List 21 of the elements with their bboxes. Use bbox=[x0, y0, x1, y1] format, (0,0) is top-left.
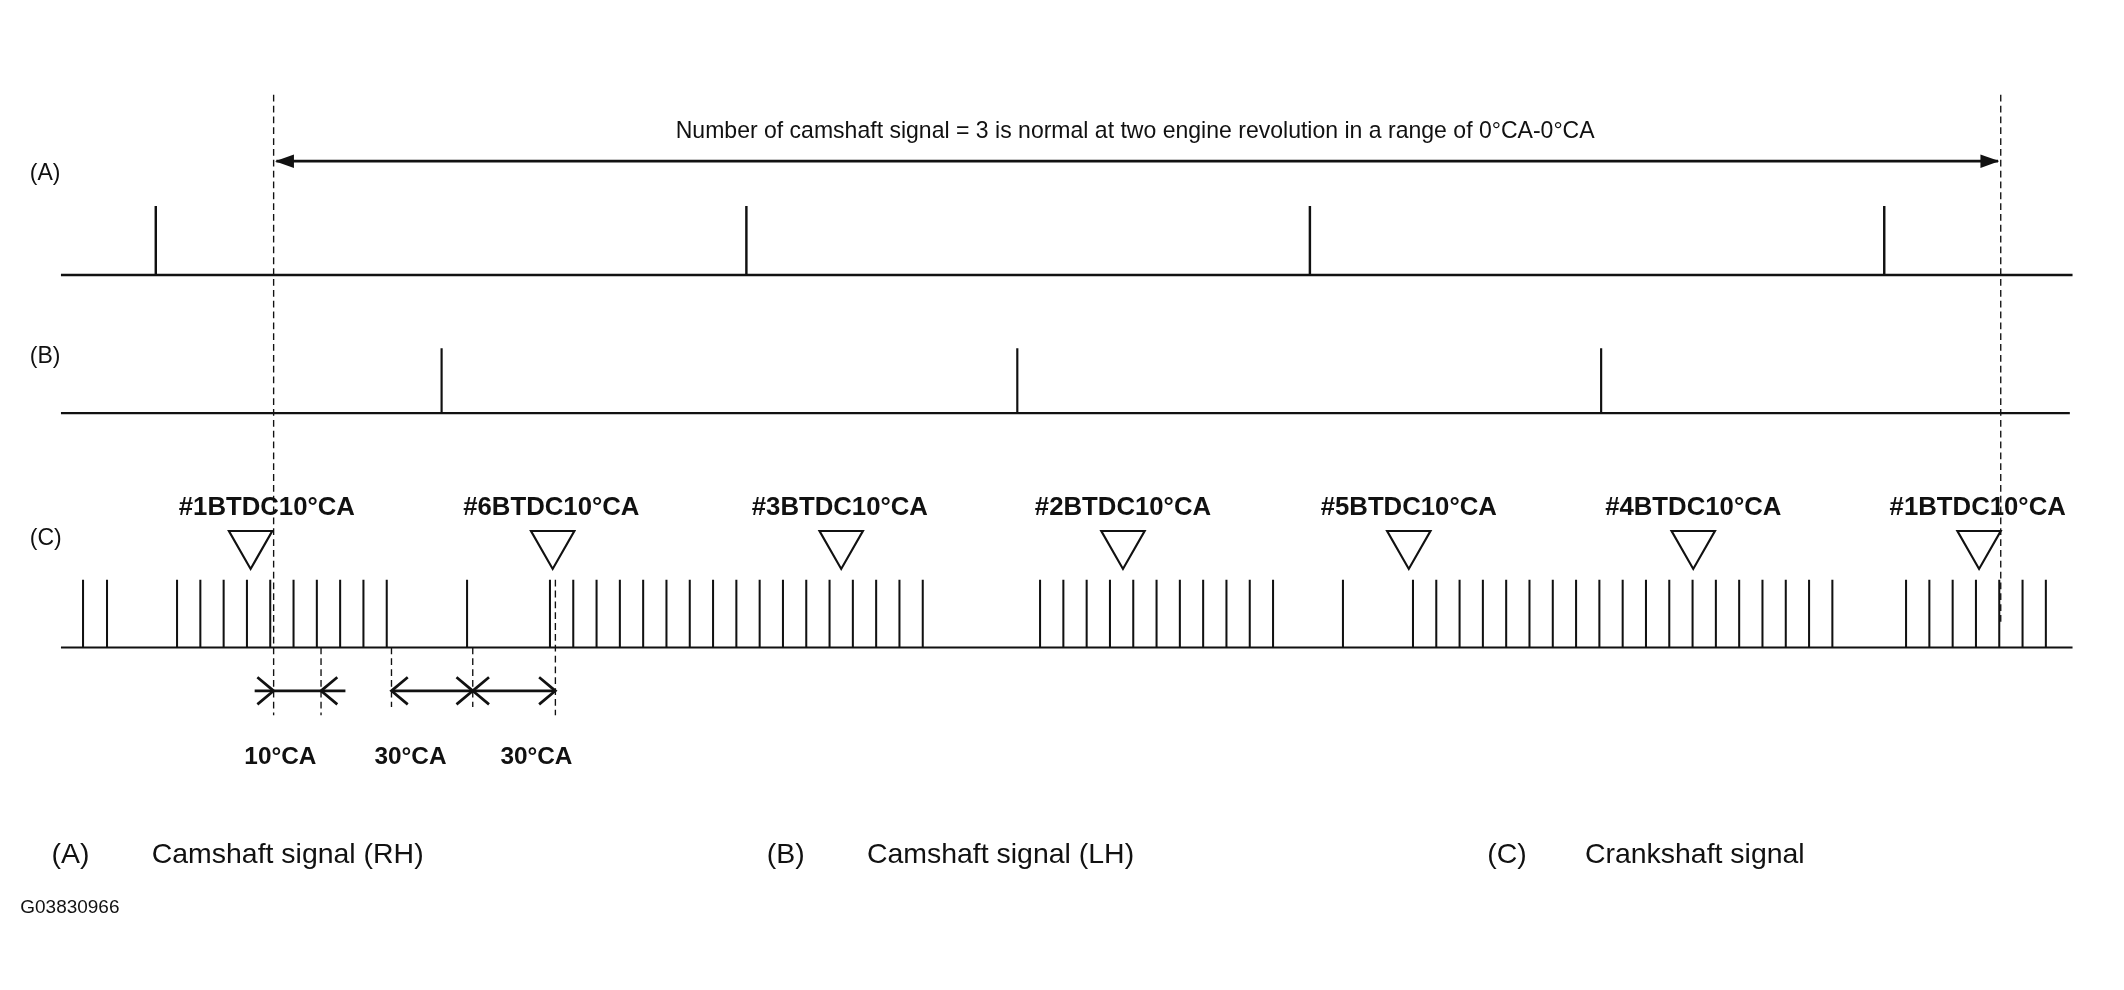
key-letter: (A) bbox=[51, 837, 90, 869]
marker-label: #5BTDC10°CA bbox=[1320, 493, 1497, 522]
key-letter: (C) bbox=[1487, 837, 1527, 869]
marker-label: #1BTDC10°CA bbox=[178, 493, 355, 522]
key-letter: (B) bbox=[766, 837, 805, 869]
marker-label: #6BTDC10°CA bbox=[463, 493, 640, 522]
figure-code: G03830966 bbox=[20, 896, 120, 918]
row-label: (A) bbox=[29, 161, 61, 187]
row-label: (C) bbox=[29, 525, 62, 551]
dimension-label: Number of camshaft signal = 3 is normal at two engine revolution in a range of 0°CA-0°CA bbox=[675, 119, 1595, 145]
marker-label: #4BTDC10°CA bbox=[1605, 493, 1782, 522]
key-text: Camshaft signal (LH) bbox=[866, 837, 1135, 869]
marker-label: #3BTDC10°CA bbox=[751, 493, 928, 522]
dimension-label: 30°CA bbox=[500, 743, 573, 771]
key-text: Crankshaft signal bbox=[1584, 837, 1805, 869]
marker-label: #2BTDC10°CA bbox=[1034, 493, 1212, 522]
dimension-label: 10°CA bbox=[244, 743, 317, 771]
row-label: (B) bbox=[29, 344, 61, 370]
key-text: Camshaft signal (RH) bbox=[151, 837, 424, 869]
dimension-label: 30°CA bbox=[374, 743, 447, 771]
marker-label: #1BTDC10°CA bbox=[1889, 493, 2066, 522]
